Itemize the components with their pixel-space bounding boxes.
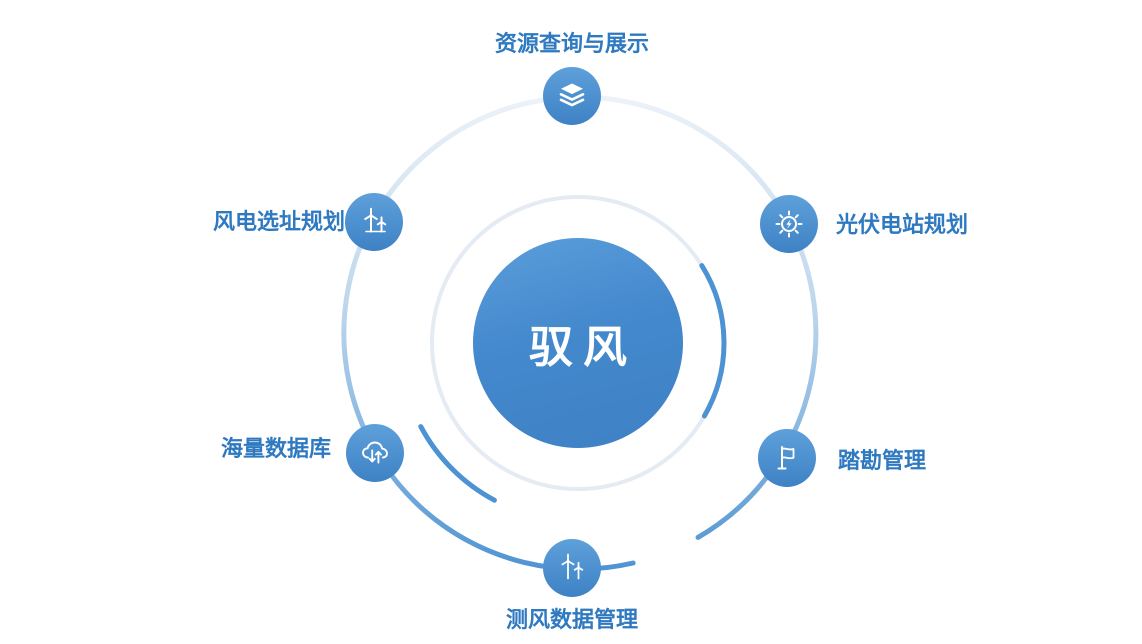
inner-arc-lower-left <box>418 424 497 503</box>
label-wind-site-planning: 风电选址规划 <box>212 209 345 234</box>
node-survey-management <box>758 429 816 487</box>
node-pv-planning <box>760 195 818 253</box>
center-circle: 驭风 <box>473 238 683 448</box>
solar-power-icon <box>775 210 803 238</box>
wind-farm-icon <box>364 207 387 233</box>
node-resource-query <box>543 67 601 125</box>
label-pv-planning: 光伏电站规划 <box>836 212 969 237</box>
layers-icon <box>559 83 585 107</box>
survey-flag-icon <box>777 446 795 470</box>
node-massive-database <box>346 424 404 482</box>
cloud-database-icon <box>362 441 388 464</box>
node-wind-data-management <box>543 539 601 597</box>
label-survey-management: 踏勘管理 <box>838 448 927 473</box>
node-wind-site-planning <box>345 193 403 251</box>
inner-arc-right <box>699 263 727 419</box>
label-resource-query: 资源查询与展示 <box>494 31 649 56</box>
label-wind-data-management: 测风数据管理 <box>505 607 638 632</box>
label-massive-database: 海量数据库 <box>220 436 331 461</box>
wind-turbine-icon <box>561 553 584 580</box>
outer-ring <box>341 94 819 572</box>
center-label: 驭风 <box>529 323 637 372</box>
